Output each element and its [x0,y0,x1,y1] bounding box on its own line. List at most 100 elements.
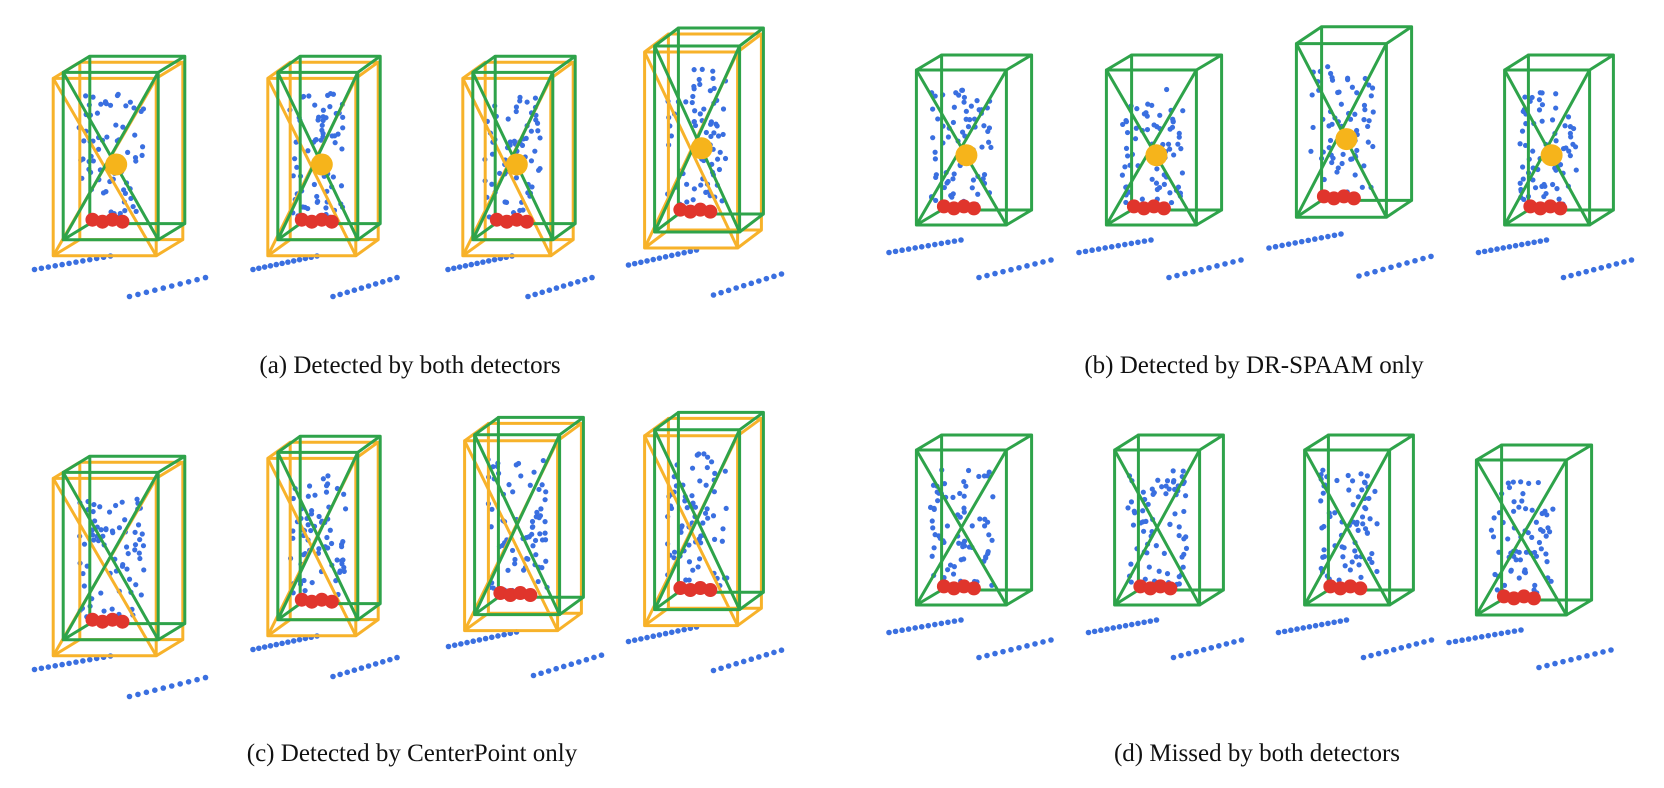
panel-b-scene-2-green-box [1104,53,1224,227]
panel-c-scene-2-leg-points [294,592,339,609]
panel-d-scene-2-leg-points [1133,579,1178,596]
panel-b-scene-1 [880,40,1060,290]
panel-c-scene-1-green-box [61,454,187,642]
panel-d-caption: (d) Missed by both detectors [1113,740,1401,767]
panel-b-scene-3-leg-points [1316,189,1361,206]
panel-c-scene-2-canvas [250,434,400,680]
panel-a-scene-3-canvas [445,54,595,300]
panel-b-scene-4-ground-points-1 [1475,237,1550,256]
panel-c-scene-3 [440,400,610,690]
panel-a-scene-1-center-marker [105,153,128,176]
panel-c-scene-1-ground-points-2 [126,674,209,700]
panel-a-scene-1-canvas [31,54,209,300]
panel-a-scene-1-leg-points [85,212,130,229]
panel-c-scene-4 [620,395,790,685]
panel-b-scene-2-ground-points-2 [1166,257,1244,281]
panel-d-scene-4-ground-points-1 [1446,627,1524,646]
panel-b-scene-4 [1470,40,1640,290]
panel-b-scene-1-green-box [914,53,1034,227]
panel-c-scene-3-ground-points-2 [530,652,605,679]
panel-b-scene-2 [1070,40,1250,290]
panel-a-scene-1 [25,40,215,310]
panel-a-scene-4-ground-points-1 [625,247,700,268]
panel-b-scene-2-center-marker [1145,144,1168,167]
panel-b-scene-1-ground-points-2 [976,257,1054,281]
panel-b-scene-3-ground-points-1 [1266,231,1344,251]
panel-d-scene-2-green-box [1113,433,1225,607]
panel-a-scene-4-center-marker [690,137,713,160]
panel-b-scene-4-ground-points-2 [1560,257,1635,281]
panel-c-scene-3-ground-points-1 [445,629,520,650]
panel-b-scene-3-ground-points-2 [1356,253,1434,279]
panel-a-scene-2-center-marker [310,153,333,176]
panel-d-scene-3-ground-points-1 [1275,617,1350,636]
panel-b-scene-3-canvas [1266,25,1434,279]
panel-c-scene-2 [245,420,405,690]
panel-a-scene-4-canvas [625,26,785,298]
panel-d-scene-2 [1080,420,1250,670]
panel-d-scene-2-ground-points-1 [1085,617,1160,636]
panel-d-scene-1-green-box [914,433,1034,607]
panel-d-scene-4-leg-points [1496,589,1541,606]
panel-a-scene-4-green-box [653,26,765,234]
panel-d-scene-4 [1440,430,1620,680]
panel-c-scene-4-ground-points-1 [625,624,700,645]
panel-d-scene-3-ground-points-2 [1360,637,1435,661]
panel-c-scene-2-green-box [276,434,382,622]
panel-c-scene-4-leg-points [673,581,718,598]
panel-b-scene-3-center-marker [1335,128,1358,151]
panel-a-scene-3-leg-points [489,212,534,229]
panel-a-scene-2-canvas [250,54,400,300]
panel-c-scene-4-green-box [653,410,765,612]
panel-d-scene-3-leg-points [1323,579,1368,596]
panel-c-scene-1 [25,440,215,710]
panel-b-scene-4-center-marker [1540,144,1563,167]
panel-b-scene-4-leg-points [1523,199,1568,216]
panel-a-scene-3 [440,40,600,310]
panel-a-scene-4-ground-points-2 [710,271,785,298]
panel-b-caption: (b) Detected by DR-SPAAM only [1084,352,1424,379]
panel-d-scene-4-canvas [1446,443,1614,671]
panel-b-scene-2-leg-points [1126,199,1171,216]
panel-c-scene-3-green-box [473,415,585,617]
panel-d-scene-1-ground-points-2 [976,637,1054,661]
panel-c-scene-3-leg-points [493,586,538,603]
panel-b-scene-1-person-points [928,87,994,208]
panel-b-scene-1-canvas [886,53,1054,281]
panel-b-scene-2-ground-points-1 [1076,237,1154,256]
panel-b-scene-3 [1260,10,1440,290]
panel-d-scene-3-canvas [1275,433,1435,661]
panel-c-scene-3-canvas [445,415,605,679]
panel-c-scene-4-ground-points-2 [710,647,785,674]
panel-b-scene-3-green-box [1294,25,1414,219]
panel-a-scene-2 [245,40,405,310]
panel-d-scene-3-green-box [1303,433,1415,607]
panel-a-scene-2-ground-points-2 [330,274,400,300]
panel-c-scene-1-canvas [31,454,209,700]
panel-b-scene-2-canvas [1076,53,1244,281]
panel-d-scene-4-ground-points-2 [1536,647,1614,671]
panel-d-scene-1-leg-points [936,579,981,596]
panel-d-scene-3 [1270,420,1440,670]
panel-b-scene-1-center-marker [955,144,978,167]
panel-d-scene-1-ground-points-1 [886,617,964,636]
panel-d-scene-1 [880,420,1060,670]
panel-b-scene-1-ground-points-1 [886,237,964,256]
panel-a-caption: (a) Detected by both detectors [259,352,561,379]
panel-c-caption: (c) Detected by CenterPoint only [246,740,578,767]
panel-d-scene-4-green-box [1474,443,1594,617]
panel-a-scene-3-ground-points-2 [525,274,595,300]
panel-a-scene-1-ground-points-2 [126,274,209,300]
panel-d-scene-2-ground-points-2 [1170,637,1245,661]
panel-d-scene-1-canvas [886,433,1054,661]
panel-a-scene-3-center-marker [505,153,528,176]
panel-c-scene-4-canvas [625,410,785,674]
panel-a-scene-2-leg-points [294,212,339,229]
panel-c-scene-1-leg-points [85,612,130,629]
panel-a-scene-4 [620,10,790,310]
panel-c-scene-2-ground-points-2 [330,654,400,680]
panel-b-scene-1-leg-points [936,199,981,216]
panel-a-scene-4-leg-points [673,202,718,219]
panel-b-scene-4-canvas [1475,53,1635,281]
